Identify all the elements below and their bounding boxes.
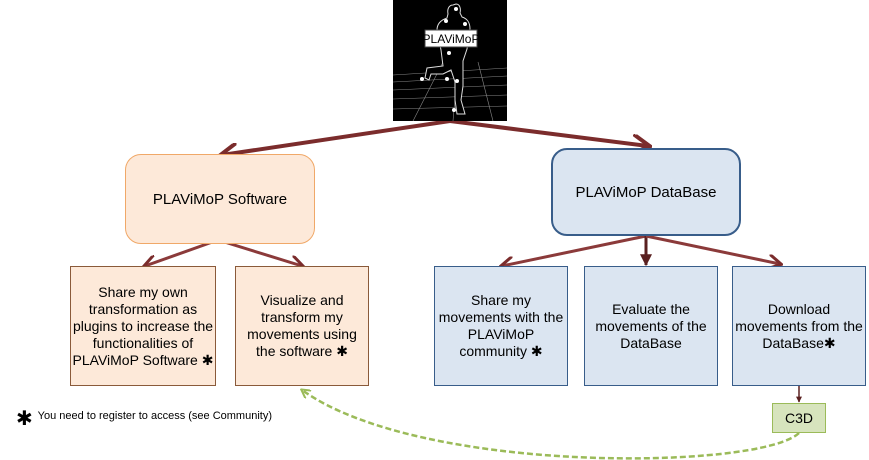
download-movements-node[interactable]: Download movements from the DataBase✱	[732, 266, 866, 386]
arrow-logo-to-database	[449, 119, 648, 146]
visualize-transform-node[interactable]: Visualize and transform my movements usi…	[235, 266, 369, 386]
plavimop-logo: PLAViMoP	[392, 0, 508, 122]
walking-figure-icon: PLAViMoP	[392, 3, 508, 122]
share-movements-node[interactable]: Share my movements with the PLAViMoP com…	[434, 266, 568, 386]
node-text: Share my own transformation as plugins t…	[72, 283, 214, 368]
node-label: Visualize and transform my movements usi…	[236, 292, 368, 360]
register-star-icon: ✱	[16, 408, 33, 430]
footnote-text: You need to register to access (see Comm…	[37, 410, 272, 422]
node-label: Share my own transformation as plugins t…	[71, 284, 215, 369]
arrow-logo-to-software	[222, 119, 451, 155]
plavimop-software-node[interactable]: PLAViMoP Software	[125, 154, 315, 244]
node-label: PLAViMoP Software	[152, 190, 288, 208]
logo-text: PLAViMoP	[423, 32, 480, 46]
footnote: ✱ You need to register to access (see Co…	[16, 408, 272, 435]
node-label: PLAViMoP DataBase	[575, 183, 717, 201]
node-label: Download movements from the DataBase✱	[733, 301, 865, 352]
node-text: Share my movements with the PLAViMoP com…	[438, 292, 564, 359]
node-label: Share my movements with the PLAViMoP com…	[435, 292, 567, 360]
register-star-icon: ✱	[336, 343, 348, 359]
arrow-database-to-share	[502, 234, 647, 266]
register-star-icon: ✱	[530, 343, 543, 359]
arrow-database-to-download	[645, 234, 780, 264]
node-text: Download movements from the DataBase	[735, 300, 863, 351]
evaluate-movements-node[interactable]: Evaluate the movements of the DataBase	[584, 266, 718, 386]
share-plugins-node[interactable]: Share my own transformation as plugins t…	[70, 266, 216, 386]
c3d-node[interactable]: C3D	[772, 403, 826, 433]
node-label: Evaluate the movements of the DataBase	[595, 300, 707, 351]
register-star-icon: ✱	[823, 334, 836, 351]
node-label: C3D	[784, 409, 813, 426]
plavimop-database-node[interactable]: PLAViMoP DataBase	[551, 148, 741, 236]
register-star-icon: ✱	[201, 351, 214, 368]
node-text: Visualize and transform my movements usi…	[247, 292, 357, 359]
dashed-arrow-c3d-to-visualize	[302, 390, 800, 460]
